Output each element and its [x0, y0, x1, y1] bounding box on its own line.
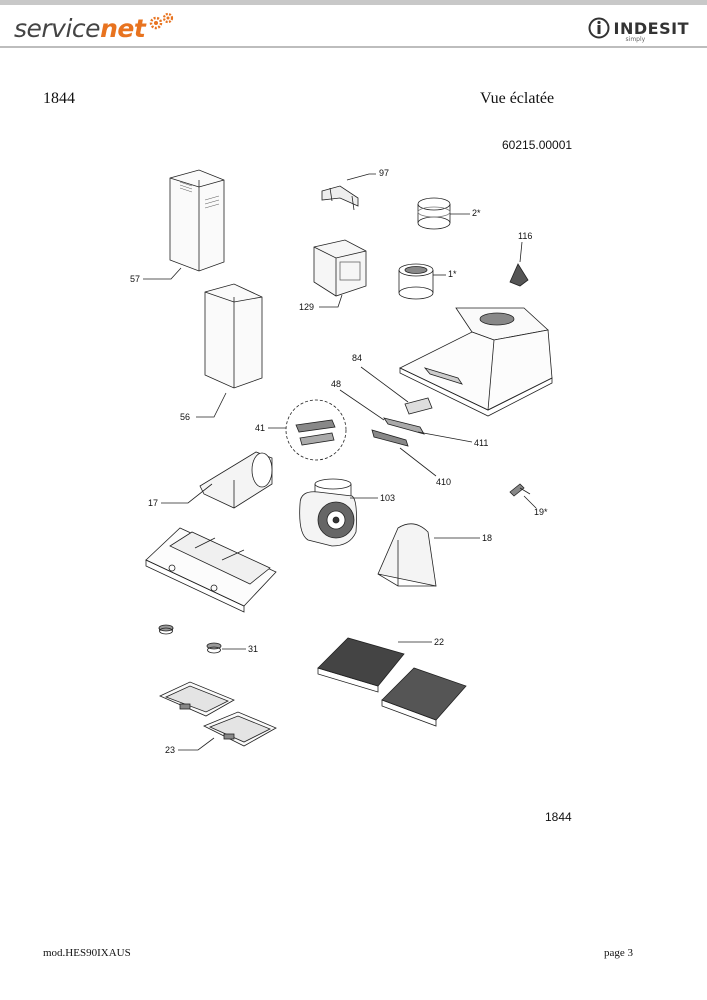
- leader-411: [417, 431, 473, 443]
- servicenet-logo: servicenet: [14, 14, 146, 43]
- doc-number: 1844: [43, 90, 75, 107]
- page-number: page 3: [604, 947, 634, 959]
- indesit-tagline: simply: [625, 36, 646, 43]
- leader-48: [339, 389, 385, 421]
- label-97: 97: [379, 168, 389, 178]
- label-48: 48: [331, 379, 341, 389]
- label-19: 19*: [534, 507, 548, 517]
- part-31-knob: [206, 642, 222, 654]
- part-103-motor: [299, 478, 357, 547]
- label-22: 22: [434, 637, 444, 647]
- diagram-code: 60215.00001: [502, 138, 573, 152]
- leader-84: [360, 366, 409, 403]
- part-labels: 97 2* 116 1* 57 129 84 48 411 56 41 410 …: [130, 168, 548, 755]
- label-31: 31: [248, 644, 258, 654]
- part-2-collar: [417, 197, 451, 230]
- gear-icon: [149, 12, 174, 30]
- header-rule: [0, 46, 707, 48]
- part-41-buttons: [295, 419, 336, 446]
- leader-410: [399, 447, 437, 477]
- part-22-carbon-filter-upper: [317, 637, 405, 693]
- page-title: Vue éclatée: [480, 90, 555, 107]
- part-84-lamp-cover: [404, 397, 433, 415]
- part-knob-left: [158, 624, 174, 635]
- label-41: 41: [255, 423, 265, 433]
- header-stripe: [0, 0, 707, 5]
- part-23-grease-filter-upper: [159, 681, 235, 717]
- part-48-411-switch: [371, 417, 425, 447]
- leader-97: [346, 173, 376, 181]
- label-103: 103: [380, 493, 395, 503]
- label-411: 411: [474, 438, 488, 448]
- part-57-upper-chimney: [169, 169, 225, 272]
- model-label: mod.HES90IXAUS: [43, 947, 131, 959]
- leader-17: [161, 483, 213, 504]
- part-canopy-panel: [145, 527, 277, 613]
- indesit-logo: INDESIT simply: [588, 17, 689, 43]
- part-116-clip: [509, 263, 529, 287]
- part-129-adapter: [313, 239, 367, 297]
- part-97-bracket: [321, 185, 359, 211]
- footer-number: 1844: [545, 810, 572, 824]
- part-19-lamp: [509, 483, 531, 497]
- label-56: 56: [180, 412, 190, 422]
- label-410: 410: [436, 477, 451, 487]
- label-1: 1*: [448, 269, 457, 279]
- part-22-carbon-filter-lower: [381, 667, 467, 727]
- indesit-wordmark: INDESIT: [613, 18, 689, 38]
- part-56-lower-chimney: [204, 283, 263, 389]
- leader-116: [519, 241, 523, 263]
- label-129: 129: [299, 302, 314, 312]
- part-17-duct: [199, 451, 273, 509]
- part-hood-body: [399, 307, 553, 417]
- leader-57: [143, 267, 182, 280]
- leader-129: [319, 294, 343, 308]
- part-1-collar: [398, 263, 434, 300]
- label-17: 17: [148, 498, 158, 508]
- part-23-grease-filter-lower: [203, 711, 277, 747]
- leader-19: [523, 495, 537, 509]
- label-116: 116: [518, 231, 532, 241]
- leader-56: [196, 392, 227, 418]
- label-18: 18: [482, 533, 492, 543]
- header-bar: servicenet INDESIT simply: [0, 0, 707, 52]
- part-18-duct: [377, 523, 437, 587]
- indesit-i-icon: [588, 17, 610, 39]
- label-57: 57: [130, 274, 140, 284]
- label-84: 84: [352, 353, 362, 363]
- label-23: 23: [165, 745, 175, 755]
- part-41-detail-circle: [285, 399, 347, 461]
- leader-23: [178, 737, 215, 751]
- label-2: 2*: [472, 208, 481, 218]
